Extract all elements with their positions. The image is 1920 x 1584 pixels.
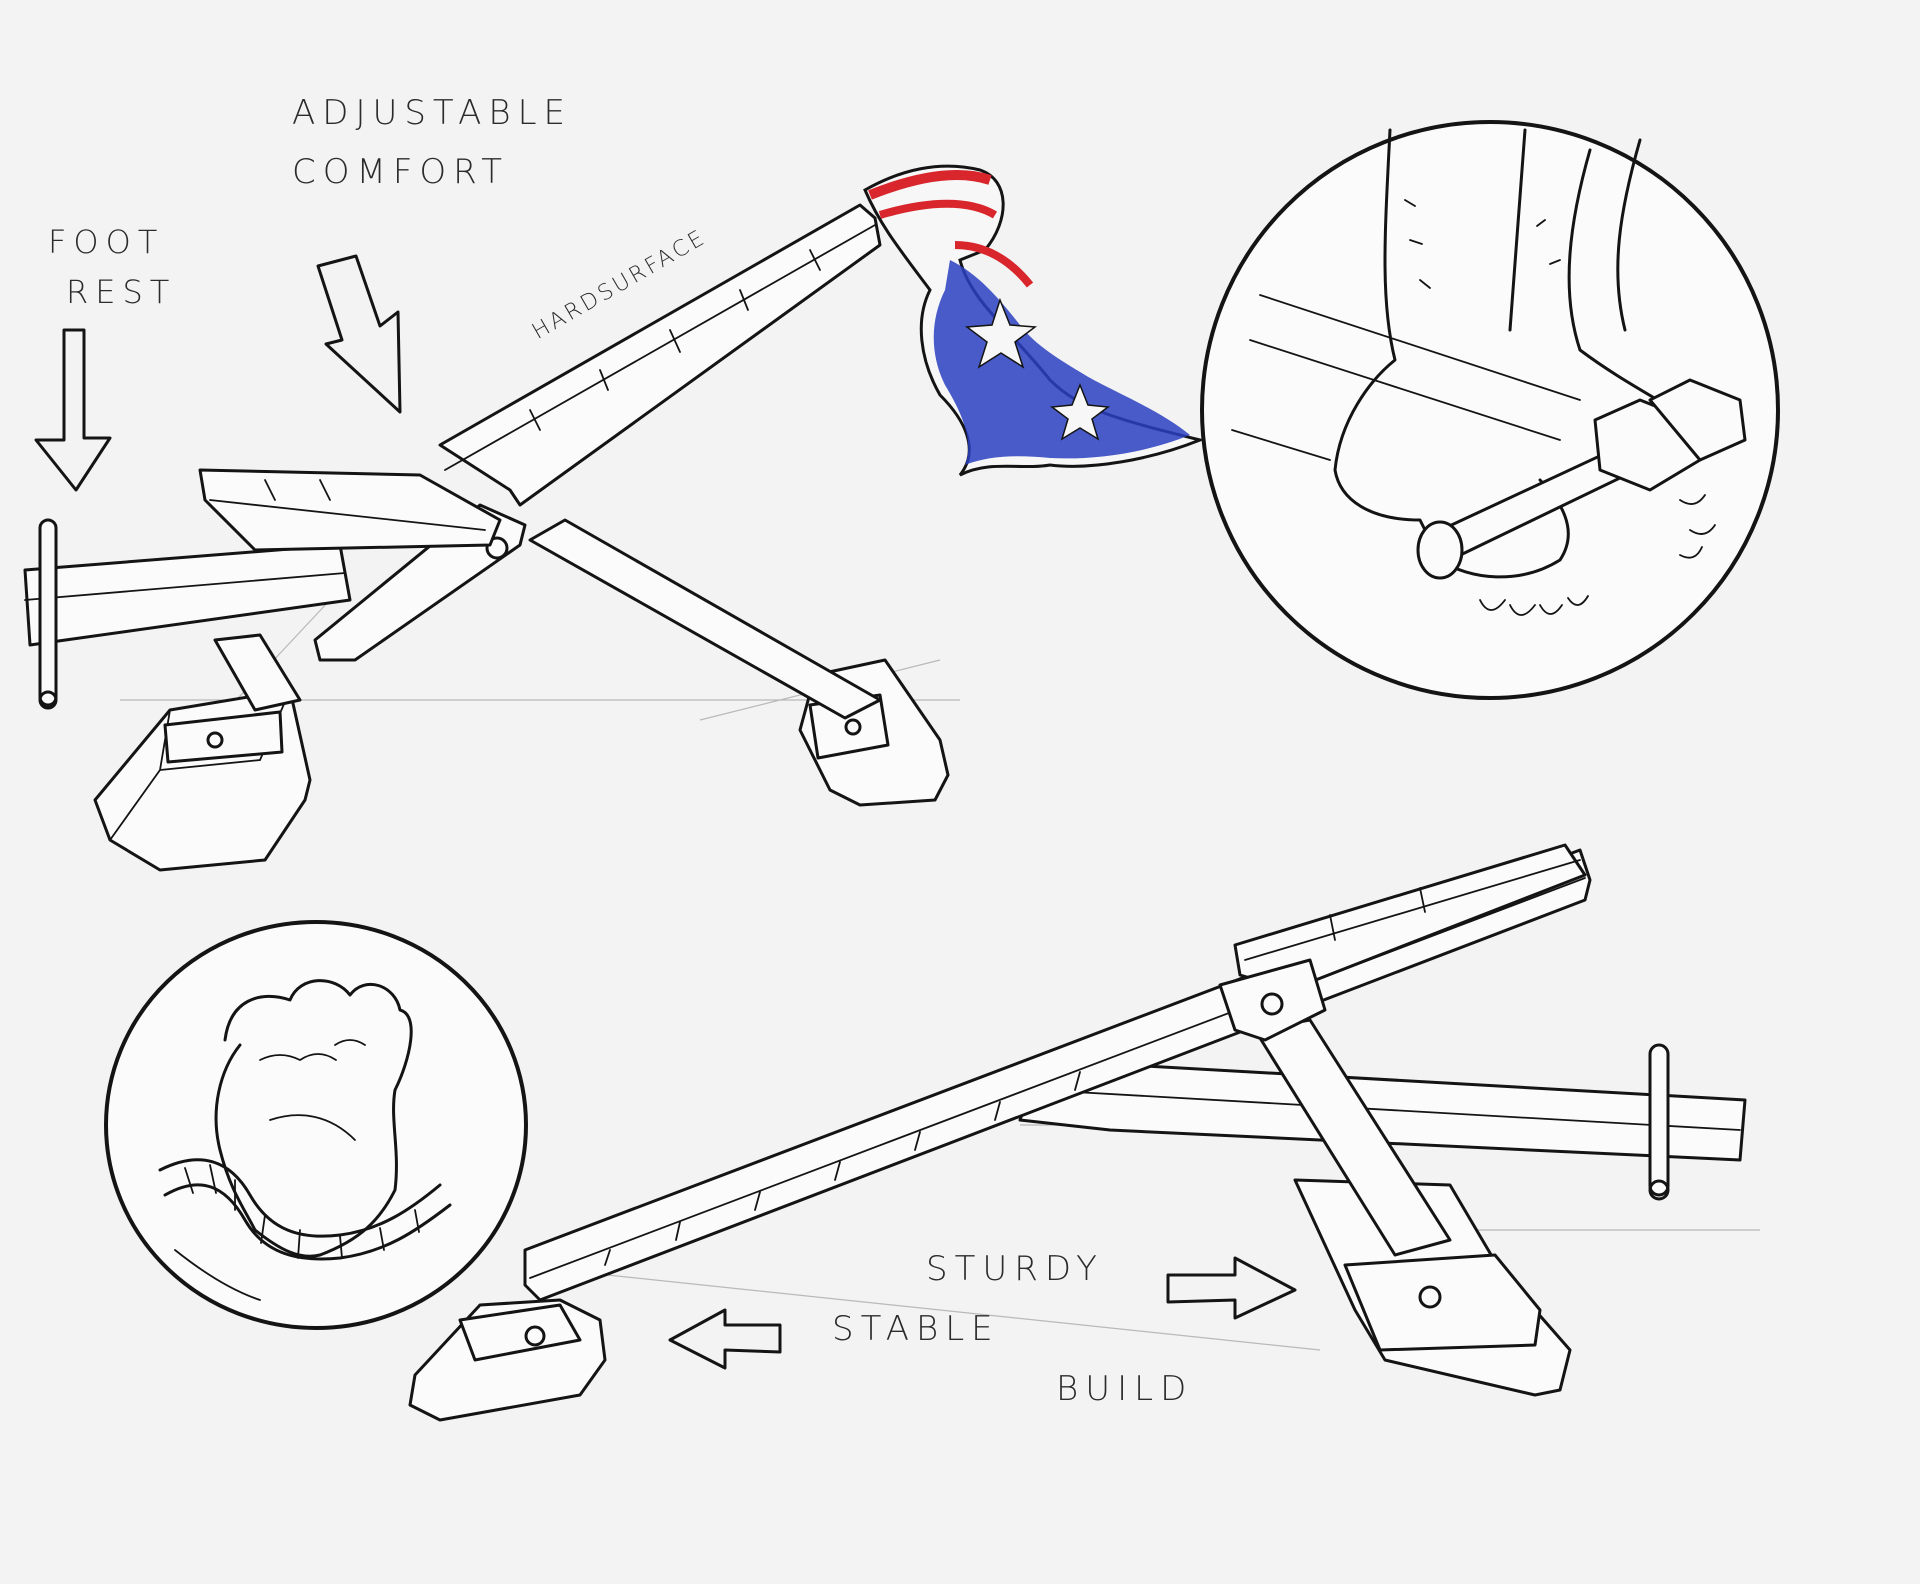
stable-label: STABLE	[832, 1312, 1000, 1346]
bottom-footrest-roller	[1648, 1043, 1670, 1197]
foot-rest-line2: REST	[66, 273, 177, 311]
top-bench-seat-pad	[198, 468, 502, 552]
fist-rope-icon	[104, 920, 528, 1330]
adjustable-comfort-arrow	[316, 254, 402, 414]
adjustable-comfort-label-line2: COMFORT	[292, 155, 509, 189]
foot-on-roller-icon	[1200, 120, 1780, 700]
sturdy-label: STURDY	[926, 1252, 1104, 1286]
foot-rest-label-line2: REST	[66, 276, 176, 308]
sturdy-right-arrow	[1166, 1256, 1297, 1320]
top-footrest-roller	[38, 518, 58, 707]
top-bench-rear-leg	[213, 633, 302, 712]
foot-rest-line1: FOOT	[48, 223, 165, 261]
sturdy-text: STURDY	[926, 1249, 1104, 1289]
bottom-bench-seat-pad	[1233, 843, 1587, 992]
build-text: BUILD	[1056, 1369, 1194, 1409]
top-bench-footrest-beam	[23, 543, 352, 647]
flag-drape-icon	[863, 164, 1205, 477]
adjustable-comfort-line1: ADJUSTABLE	[292, 93, 573, 133]
adjustable-comfort-label: ADJUSTABLE	[292, 96, 572, 130]
foot-rest-label: FOOT	[48, 226, 164, 258]
stable-left-arrow	[668, 1308, 782, 1370]
adjustable-comfort-line2: COMFORT	[292, 152, 510, 192]
top-bench-front-leg	[528, 518, 882, 720]
top-bench-backrest-board	[438, 203, 882, 507]
foot-rest-arrow	[34, 328, 112, 492]
stable-text: STABLE	[832, 1309, 1000, 1349]
top-bench	[23, 203, 960, 872]
build-label: BUILD	[1056, 1372, 1193, 1406]
bottom-bench-hinge-bracket	[1218, 958, 1327, 1042]
bottom-bench	[408, 843, 1760, 1422]
